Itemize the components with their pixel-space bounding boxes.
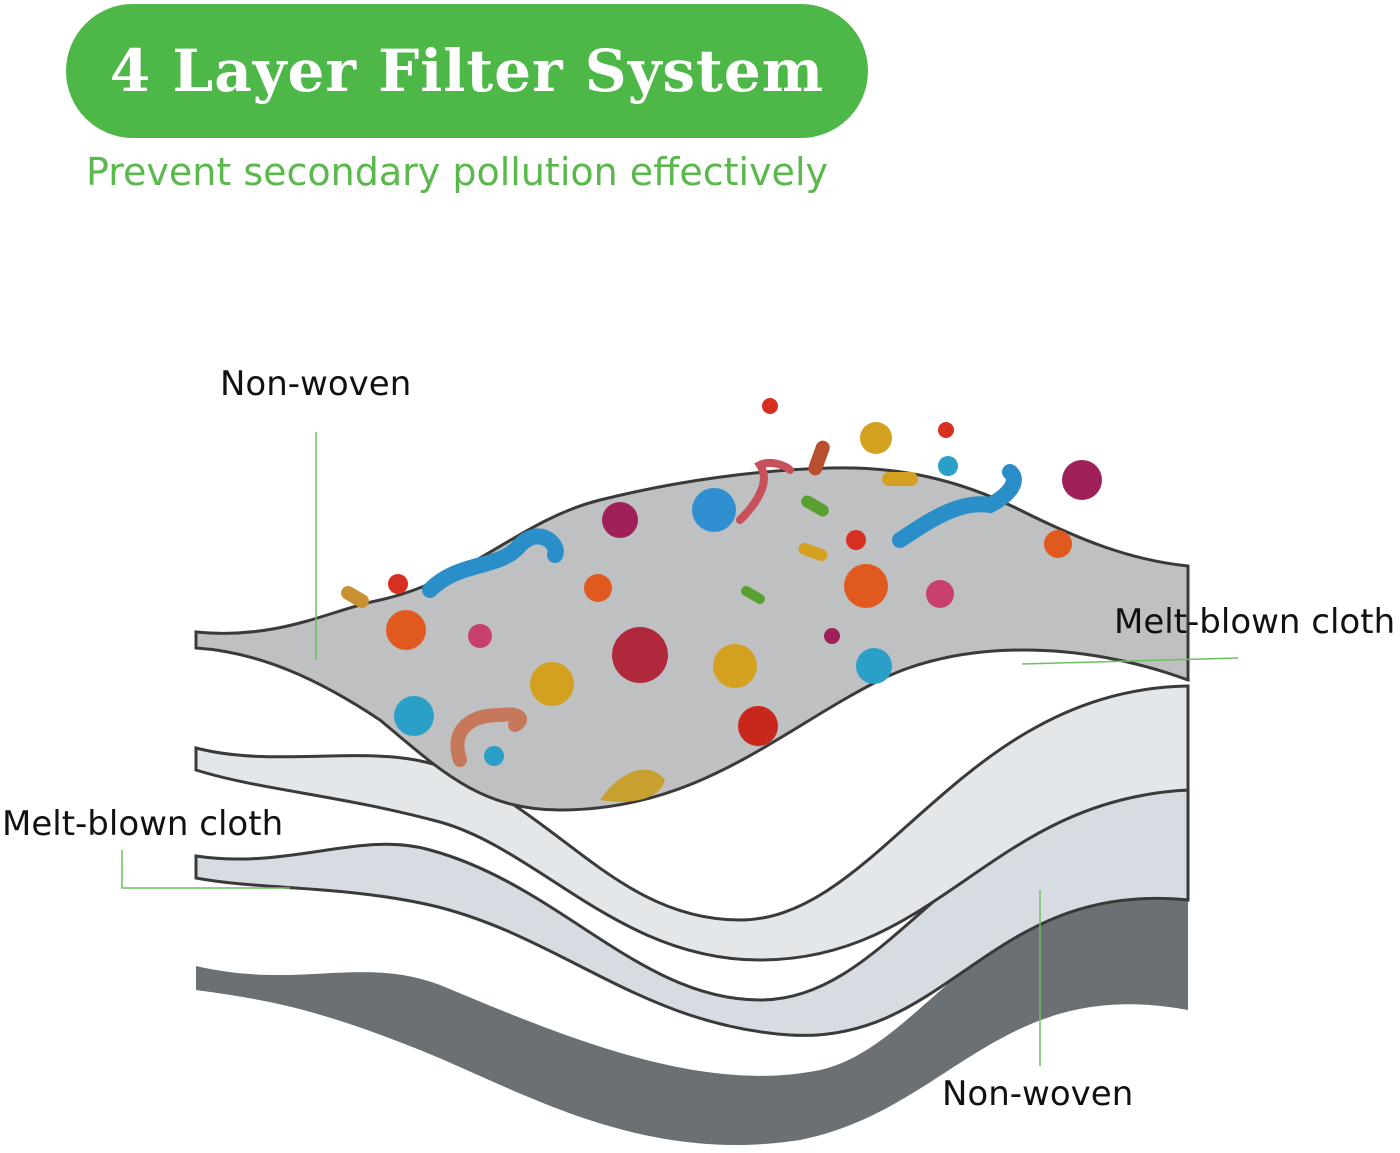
virus-particle bbox=[386, 610, 426, 650]
pollutant-particles bbox=[341, 398, 1102, 802]
page-subtitle: Prevent secondary pollution effectively bbox=[86, 150, 828, 194]
layer-meltblown-third bbox=[194, 788, 1190, 1037]
virus-particle bbox=[762, 398, 778, 414]
virus-particle bbox=[938, 422, 954, 438]
virus-particle bbox=[738, 706, 778, 746]
label-nonwoven-top: Non-woven bbox=[220, 364, 412, 404]
virus-particle bbox=[938, 456, 958, 476]
debris-particle bbox=[600, 769, 665, 802]
bacteria-rod bbox=[341, 586, 369, 608]
virus-particle bbox=[612, 627, 668, 683]
virus-particle bbox=[856, 648, 892, 684]
virus-particle bbox=[824, 628, 840, 644]
layer-nonwoven-bottom bbox=[196, 896, 1188, 1145]
virus-particle bbox=[846, 530, 866, 550]
virus-particle bbox=[926, 580, 954, 608]
label-nonwoven-bottom: Non-woven bbox=[942, 1074, 1134, 1114]
virus-particle bbox=[584, 574, 612, 602]
bacteria-strand bbox=[450, 707, 527, 767]
page-title: 4 Layer Filter System bbox=[109, 37, 825, 105]
bacteria-strand bbox=[736, 458, 794, 524]
bacteria-rod bbox=[741, 586, 765, 604]
virus-particle bbox=[394, 696, 434, 736]
bacteria-strand bbox=[422, 528, 564, 598]
virus-particle bbox=[1062, 460, 1102, 500]
virus-particle bbox=[1044, 530, 1072, 558]
virus-particle bbox=[530, 662, 574, 706]
bacteria-strand bbox=[892, 464, 1022, 548]
bacteria-rod bbox=[801, 495, 829, 517]
bacteria-rod bbox=[798, 542, 828, 562]
virus-particle bbox=[860, 422, 892, 454]
bacteria-rod bbox=[808, 440, 830, 476]
virus-particle bbox=[468, 624, 492, 648]
label-meltblown-left: Melt-blown cloth bbox=[2, 804, 284, 844]
virus-particle bbox=[692, 488, 736, 532]
title-banner: 4 Layer Filter System bbox=[66, 4, 868, 138]
virus-particle bbox=[844, 564, 888, 608]
bacteria-rod bbox=[882, 472, 918, 486]
virus-particle bbox=[388, 574, 408, 594]
label-meltblown-right: Melt-blown cloth bbox=[1114, 602, 1396, 642]
virus-particle bbox=[484, 746, 504, 766]
virus-particle bbox=[602, 502, 638, 538]
leader-line-meltblown-left bbox=[121, 850, 290, 889]
leader-line-meltblown-right bbox=[1021, 657, 1239, 665]
virus-particle bbox=[713, 644, 757, 688]
